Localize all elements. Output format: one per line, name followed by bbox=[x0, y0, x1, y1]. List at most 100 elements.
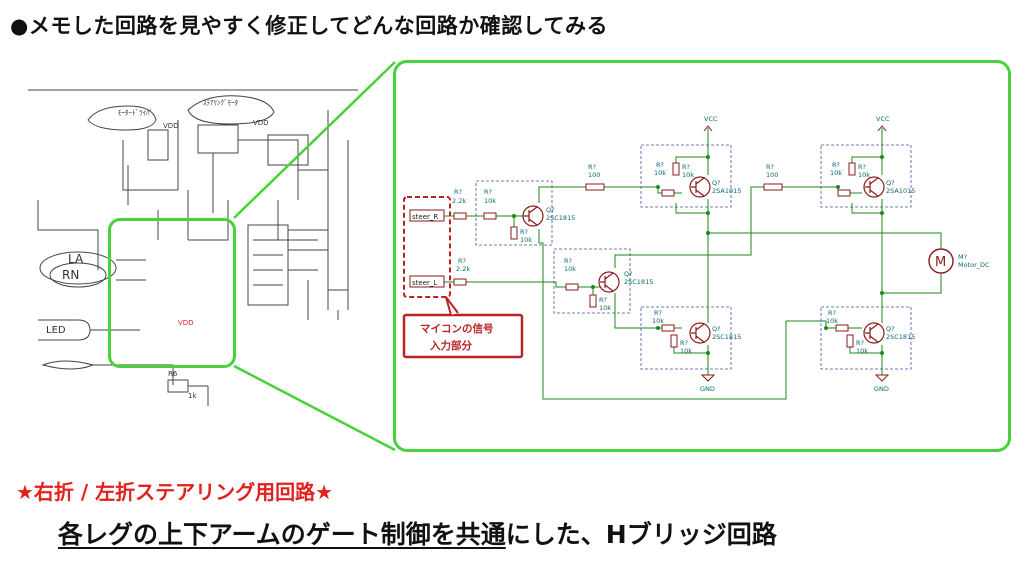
svg-text:2SC1815: 2SC1815 bbox=[712, 333, 741, 341]
resistor-b2 bbox=[589, 294, 597, 308]
svg-text:steer_L: steer_L bbox=[412, 279, 437, 287]
svg-text:VCC: VCC bbox=[876, 115, 890, 123]
svg-text:2SA1015: 2SA1015 bbox=[886, 187, 915, 195]
zoom-highlight-box bbox=[108, 218, 236, 368]
svg-text:LED: LED bbox=[46, 325, 66, 336]
group-box-a bbox=[475, 180, 553, 246]
resistor-hr-b bbox=[837, 189, 851, 197]
svg-text:LA: LA bbox=[68, 252, 84, 266]
svg-text:Motor_DC: Motor_DC bbox=[958, 261, 990, 269]
svg-text:2.2k: 2.2k bbox=[456, 265, 470, 273]
group-box-ll bbox=[640, 306, 732, 370]
svg-text:R?: R? bbox=[828, 309, 836, 317]
svg-text:R?: R? bbox=[856, 339, 864, 347]
svg-text:1k: 1k bbox=[188, 392, 197, 400]
svg-text:10k: 10k bbox=[858, 171, 870, 179]
svg-text:10k: 10k bbox=[682, 171, 694, 179]
svg-text:VCC: VCC bbox=[704, 115, 718, 123]
svg-text:R?: R? bbox=[458, 257, 466, 265]
svg-text:VDD: VDD bbox=[163, 122, 179, 130]
svg-text:10k: 10k bbox=[652, 317, 664, 325]
svg-text:GND: GND bbox=[874, 385, 889, 393]
svg-text:steer_R: steer_R bbox=[412, 213, 438, 221]
transistor-q-ll bbox=[689, 322, 711, 344]
resistor-lr bbox=[835, 324, 849, 332]
resistor-in-l bbox=[453, 278, 467, 286]
svg-text:10k: 10k bbox=[830, 169, 842, 177]
group-box-hr bbox=[820, 144, 912, 208]
svg-text:R6: R6 bbox=[168, 370, 178, 378]
svg-text:Q?: Q? bbox=[712, 179, 721, 187]
svg-text:R?: R? bbox=[654, 309, 662, 317]
summary-rest: にした、Hブリッジ回路 bbox=[505, 520, 777, 549]
transistor-q-lr bbox=[863, 322, 885, 344]
motor-symbol bbox=[928, 248, 954, 274]
page-heading: ●メモした回路を見やすく修正してどんな回路か確認してみる bbox=[10, 14, 609, 38]
resistor-a2 bbox=[510, 226, 518, 240]
svg-text:R?: R? bbox=[682, 163, 690, 171]
resistor-hr bbox=[848, 162, 856, 176]
resistor-in-r bbox=[453, 212, 467, 220]
svg-text:R?: R? bbox=[858, 163, 866, 171]
resistor-hl bbox=[672, 162, 680, 176]
svg-text:R?: R? bbox=[588, 163, 596, 171]
h-bridge-schematic: M steer_R steer_L マイコンの信号 入力部分 VCC VCC G… bbox=[402, 115, 990, 400]
resistor-a bbox=[483, 212, 497, 220]
svg-text:2SC1815: 2SC1815 bbox=[546, 214, 575, 222]
svg-text:R?: R? bbox=[656, 161, 664, 169]
svg-text:M: M bbox=[935, 255, 946, 270]
transistor-q-b bbox=[598, 271, 620, 293]
svg-text:RN: RN bbox=[62, 268, 79, 282]
svg-text:Q?: Q? bbox=[546, 206, 555, 214]
svg-text:VDD: VDD bbox=[178, 319, 194, 327]
circuit-title: ★右折 / 左折ステアリング用回路★ bbox=[16, 480, 334, 504]
svg-text:R?: R? bbox=[680, 339, 688, 347]
resistor-ll-b bbox=[670, 334, 678, 348]
svg-text:100: 100 bbox=[588, 171, 600, 179]
svg-text:R?: R? bbox=[832, 161, 840, 169]
svg-text:ﾓｰﾀｰﾄﾞﾗｲﾊﾞ: ﾓｰﾀｰﾄﾞﾗｲﾊﾞ bbox=[118, 109, 153, 117]
svg-text:Q?: Q? bbox=[624, 270, 633, 278]
svg-text:10k: 10k bbox=[484, 197, 496, 205]
group-box-hl bbox=[640, 144, 732, 208]
circuit-summary: 各レグの上下アームのゲート制御を共通にした、Hブリッジ回路 bbox=[58, 515, 777, 551]
svg-text:10k: 10k bbox=[680, 347, 692, 355]
group-box-b bbox=[553, 248, 631, 314]
resistor-lr-b bbox=[846, 334, 854, 348]
input-highlight-box bbox=[403, 196, 451, 298]
hand-drawn-sketch: ﾓｰﾀｰﾄﾞﾗｲﾊﾞ ｽﾃｱﾘﾝｸﾞﾓｰﾀ VDD VDD LA RN LED … bbox=[28, 89, 358, 406]
svg-text:R?: R? bbox=[454, 188, 462, 196]
svg-text:10k: 10k bbox=[520, 236, 532, 244]
resistor-hl-b bbox=[661, 189, 675, 197]
svg-text:10k: 10k bbox=[599, 304, 611, 312]
svg-text:M?: M? bbox=[958, 253, 967, 261]
input-label-steer-r bbox=[409, 209, 445, 222]
svg-text:2SC1815: 2SC1815 bbox=[886, 333, 915, 341]
svg-text:R?: R? bbox=[520, 228, 528, 236]
summary-underlined: 各レグの上下アームのゲート制御を共通 bbox=[58, 520, 506, 549]
svg-text:Q?: Q? bbox=[886, 179, 895, 187]
transistor-q-hr bbox=[863, 176, 885, 198]
svg-text:VDD: VDD bbox=[253, 119, 269, 127]
svg-text:100: 100 bbox=[766, 171, 778, 179]
callout-box bbox=[402, 313, 524, 359]
svg-text:2SA1015: 2SA1015 bbox=[712, 187, 741, 195]
transistor-q-hl bbox=[689, 176, 711, 198]
svg-text:10k: 10k bbox=[856, 347, 868, 355]
svg-text:R?: R? bbox=[766, 163, 774, 171]
resistor-b bbox=[565, 283, 579, 291]
svg-text:R?: R? bbox=[599, 296, 607, 304]
svg-text:Q?: Q? bbox=[712, 325, 721, 333]
group-box-lr bbox=[820, 306, 912, 370]
transistor-q-a bbox=[522, 205, 544, 227]
svg-text:Q?: Q? bbox=[886, 325, 895, 333]
svg-text:GND: GND bbox=[700, 385, 715, 393]
resistor-ll bbox=[661, 324, 675, 332]
schematic-panel: M steer_R steer_L マイコンの信号 入力部分 VCC VCC G… bbox=[393, 60, 1011, 452]
svg-text:入力部分: 入力部分 bbox=[430, 339, 472, 352]
svg-text:R?: R? bbox=[564, 257, 572, 265]
svg-text:R?: R? bbox=[484, 188, 492, 196]
svg-text:ｽﾃｱﾘﾝｸﾞﾓｰﾀ: ｽﾃｱﾘﾝｸﾞﾓｰﾀ bbox=[203, 99, 238, 107]
svg-text:2.2k: 2.2k bbox=[452, 197, 466, 205]
